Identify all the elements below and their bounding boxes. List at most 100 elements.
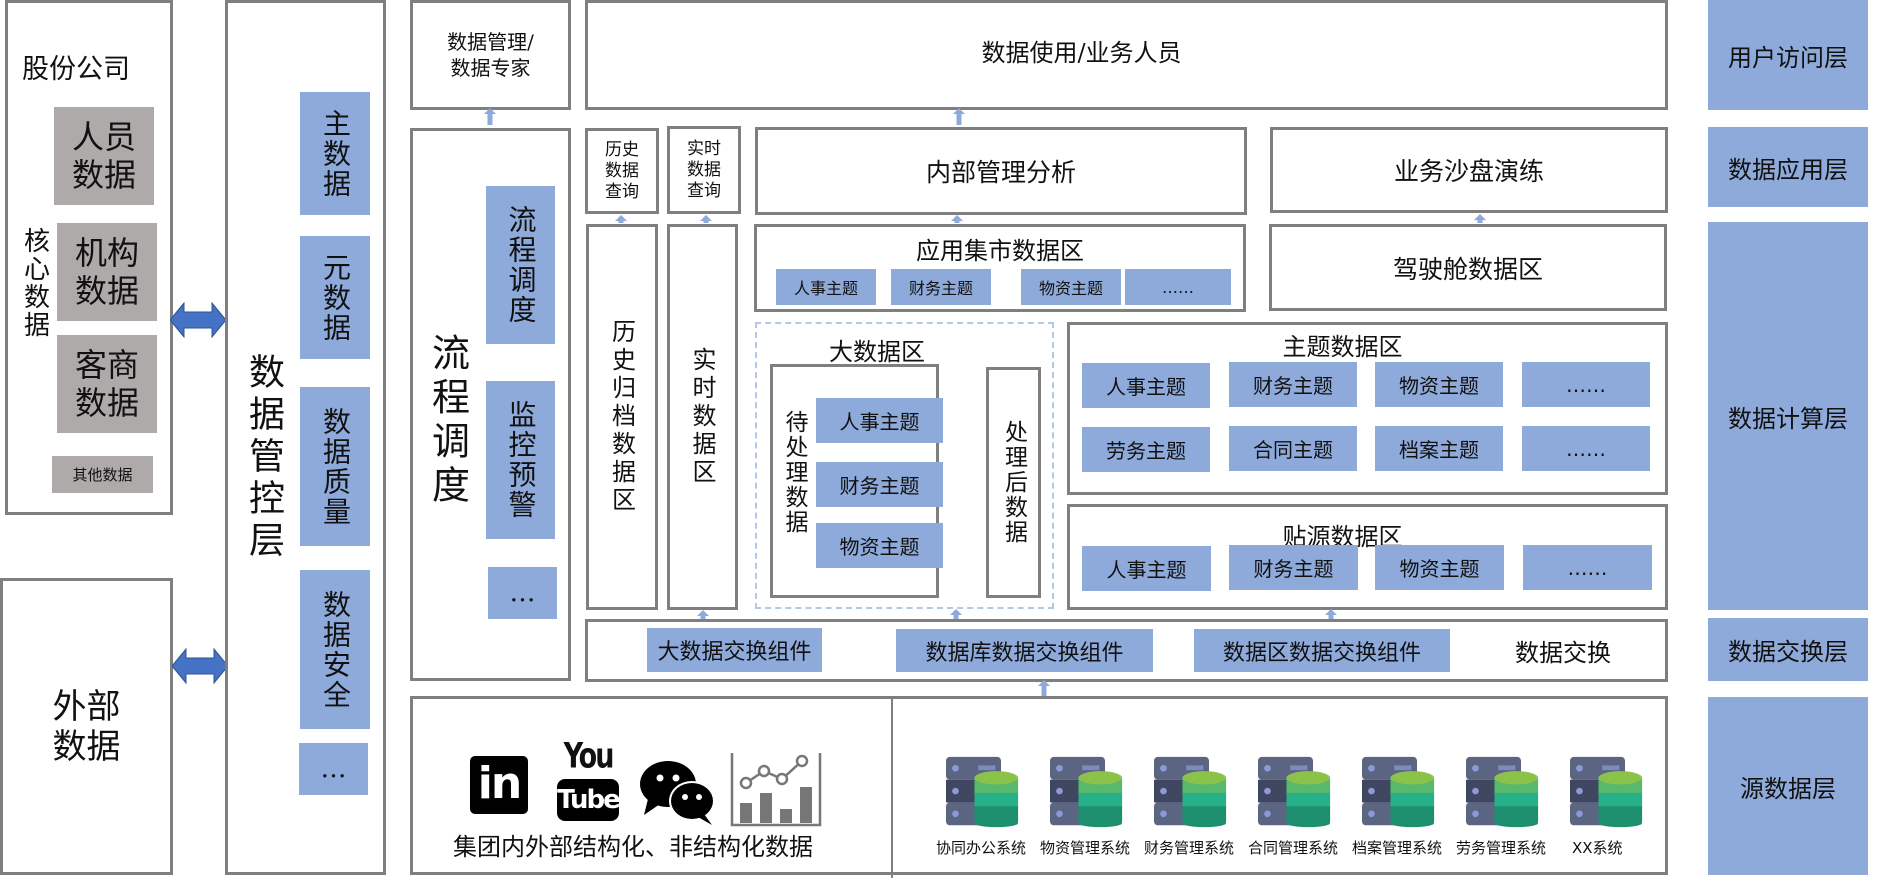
chart-icon	[730, 753, 822, 827]
system-label: 物资管理系统	[1040, 839, 1131, 857]
arrow-up-user	[952, 108, 966, 125]
arrow-up-mart	[951, 215, 963, 223]
source-aligned-item-hr[interactable]: 人事主题	[1082, 546, 1211, 591]
arrow-up-history	[615, 215, 627, 223]
source-aligned-item-materials[interactable]: 物资主题	[1375, 545, 1504, 590]
governance-item-metadata[interactable]: 元数据	[300, 236, 370, 359]
youtube-icon: You Tube	[557, 738, 621, 823]
server-database-icon	[1050, 756, 1123, 828]
app-mart-item-finance[interactable]: 财务主题	[891, 269, 991, 305]
source-aligned-item-finance[interactable]: 财务主题	[1229, 545, 1358, 590]
history-query-box: 历史数据查询	[585, 128, 659, 214]
exchange-label: 数据交换	[1515, 639, 1611, 667]
arrow-up-bigdata	[950, 609, 962, 619]
topic-item-finance[interactable]: 财务主题	[1229, 362, 1357, 407]
data-user-label: 数据使用/业务人员	[981, 38, 1182, 67]
topic-title: 主题数据区	[1282, 333, 1403, 361]
realtime-zone: 实时数据区	[667, 224, 738, 610]
source-divider	[891, 699, 893, 878]
internal-analysis-box: 内部管理分析	[755, 127, 1247, 215]
processed-data-label: 处理后数据	[1000, 420, 1027, 545]
process-item-monitoring[interactable]: 监控预警	[486, 381, 555, 539]
server-database-icon	[1466, 756, 1539, 828]
app-mart-item-more[interactable]: ……	[1125, 269, 1231, 305]
arrow-up-cockpit	[1474, 214, 1486, 223]
system-label: XX系统	[1572, 839, 1623, 857]
topic-zone: 主题数据区 人事主题 财务主题 物资主题 …… 劳务主题 合同主题 档案主题 ……	[1067, 322, 1668, 495]
topic-item-materials[interactable]: 物资主题	[1375, 362, 1503, 407]
source-aligned-item-more[interactable]: ……	[1523, 545, 1652, 590]
layer-data-compute[interactable]: 数据计算层	[1708, 222, 1868, 610]
source-aligned-zone: 贴源数据区 人事主题 财务主题 物资主题 ……	[1067, 504, 1668, 610]
data-expert-box: 数据管理/数据专家	[410, 0, 571, 110]
system-label: 协同办公系统	[936, 839, 1027, 857]
system-label: 财务管理系统	[1144, 839, 1235, 857]
app-mart-zone: 应用集市数据区 人事主题 财务主题 物资主题 ……	[754, 224, 1246, 312]
server-database-icon	[1154, 756, 1227, 828]
governance-item-master-data[interactable]: 主数据	[300, 92, 370, 215]
core-item-other[interactable]: 其他数据	[52, 456, 153, 493]
arrow-up-realtime	[700, 215, 712, 223]
layer-data-application[interactable]: 数据应用层	[1708, 127, 1868, 207]
realtime-query-box: 实时数据查询	[667, 126, 741, 214]
sandbox-box: 业务沙盘演练	[1270, 127, 1668, 213]
core-item-organization[interactable]: 机构数据	[57, 223, 157, 321]
server-database-icon	[1362, 756, 1435, 828]
realtime-zone-label: 实时数据区	[688, 347, 716, 487]
company-title: 股份公司	[22, 54, 130, 85]
realtime-query-label: 实时数据查询	[687, 138, 721, 201]
core-item-personnel[interactable]: 人员数据	[54, 107, 154, 205]
system-label: 合同管理系统	[1248, 839, 1339, 857]
server-database-icon	[1570, 756, 1643, 828]
pending-item-materials[interactable]: 物资主题	[816, 523, 943, 568]
sandbox-label: 业务沙盘演练	[1393, 157, 1544, 186]
system-list: 协同办公系统物资管理系统财务管理系统合同管理系统档案管理系统劳务管理系统 XX系统	[413, 699, 1671, 878]
cockpit-zone: 驾驶舱数据区	[1269, 224, 1667, 311]
layer-data-exchange[interactable]: 数据交换层	[1708, 618, 1868, 681]
processed-data-box: 处理后数据	[986, 367, 1041, 598]
governance-item-data-quality[interactable]: 数据质量	[300, 387, 370, 546]
server-database-icon	[946, 756, 1019, 828]
arrow-up-realtime-zone	[697, 610, 709, 619]
exchange-item-zone[interactable]: 数据区数据交换组件	[1194, 629, 1450, 672]
arrow-up-source-aligned	[1325, 609, 1337, 619]
double-arrow-core	[170, 302, 226, 338]
app-mart-title: 应用集市数据区	[916, 237, 1084, 265]
topic-item-more-2[interactable]: ……	[1522, 426, 1650, 471]
internal-analysis-label: 内部管理分析	[925, 158, 1076, 187]
process-panel: 流程调度 流程调度 监控预警 …	[410, 128, 571, 681]
governance-item-more[interactable]: …	[299, 743, 368, 795]
governance-title: 数据管控层	[243, 353, 284, 563]
pending-item-finance[interactable]: 财务主题	[816, 462, 943, 507]
process-title: 流程调度	[425, 333, 470, 509]
pending-data-label: 待处理数据	[781, 409, 807, 535]
exchange-item-database[interactable]: 数据库数据交换组件	[896, 629, 1153, 672]
exchange-panel: 大数据交换组件 数据库数据交换组件 数据区数据交换组件 数据交换	[585, 619, 1668, 682]
layer-user-access[interactable]: 用户访问层	[1708, 0, 1868, 110]
system-label: 劳务管理系统	[1456, 839, 1547, 857]
topic-item-hr[interactable]: 人事主题	[1082, 363, 1210, 408]
system-label: 档案管理系统	[1352, 839, 1443, 857]
process-item-scheduling[interactable]: 流程调度	[486, 186, 555, 344]
governance-item-data-security[interactable]: 数据安全	[300, 570, 370, 729]
wechat-icon	[640, 761, 715, 825]
exchange-item-bigdata[interactable]: 大数据交换组件	[647, 628, 822, 672]
layer-source-data[interactable]: 源数据层	[1708, 697, 1868, 875]
topic-item-archive[interactable]: 档案主题	[1375, 426, 1503, 471]
governance-panel: 数据管控层 主数据 元数据 数据质量 数据安全 …	[225, 0, 386, 875]
topic-item-more-1[interactable]: ……	[1522, 362, 1650, 407]
server-database-icon	[1258, 756, 1331, 828]
double-arrow-external	[172, 648, 228, 684]
topic-item-contract[interactable]: 合同主题	[1229, 426, 1357, 471]
history-archive-label: 历史归档数据区	[607, 319, 636, 515]
linkedin-icon: in	[470, 756, 528, 814]
process-item-more[interactable]: …	[488, 567, 557, 619]
core-data-label: 核心数据	[19, 227, 50, 339]
app-mart-item-materials[interactable]: 物资主题	[1021, 269, 1121, 305]
core-item-merchant[interactable]: 客商数据	[57, 335, 157, 433]
pending-item-hr[interactable]: 人事主题	[816, 398, 943, 443]
source-panel: in You Tube 集团内外部结构化、非结构化数据 协同办公系统物资管理系统…	[410, 696, 1671, 878]
topic-item-labor[interactable]: 劳务主题	[1082, 427, 1210, 472]
app-mart-item-hr[interactable]: 人事主题	[776, 269, 876, 305]
data-expert-label: 数据管理/数据专家	[447, 30, 534, 80]
